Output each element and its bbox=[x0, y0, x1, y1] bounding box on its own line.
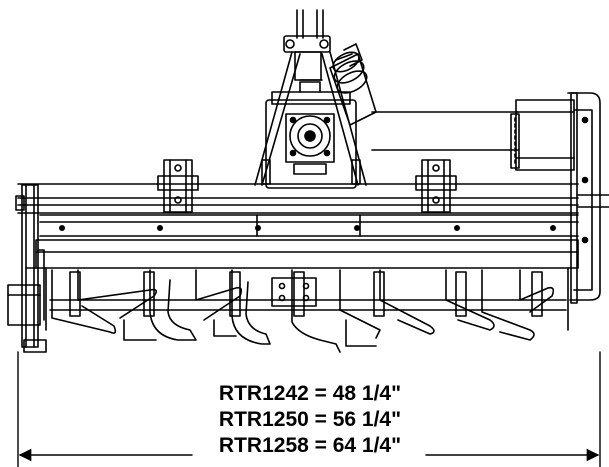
rotor-shaft bbox=[49, 299, 567, 311]
side-skid-left bbox=[7, 184, 47, 353]
dimension-labels: RTR1242 = 48 1/4" RTR1250 = 56 1/4" RTR1… bbox=[219, 382, 401, 457]
dimension-lines bbox=[17, 351, 601, 467]
tines bbox=[51, 269, 555, 353]
dimension-label-rtr1242: RTR1242 = 48 1/4" bbox=[219, 382, 401, 405]
rotor-hood bbox=[25, 239, 579, 331]
dimension-label-rtr1250: RTR1250 = 56 1/4" bbox=[219, 408, 401, 431]
frame-bracket-right bbox=[415, 159, 457, 213]
hood-bolts bbox=[59, 225, 556, 231]
pto-input bbox=[329, 43, 377, 126]
side-drive bbox=[371, 92, 609, 304]
dimension-label-rtr1258: RTR1258 = 64 1/4" bbox=[219, 434, 401, 457]
frame-bracket-left bbox=[157, 159, 199, 213]
main-frame bbox=[17, 183, 579, 237]
tine-flanges bbox=[69, 271, 543, 317]
